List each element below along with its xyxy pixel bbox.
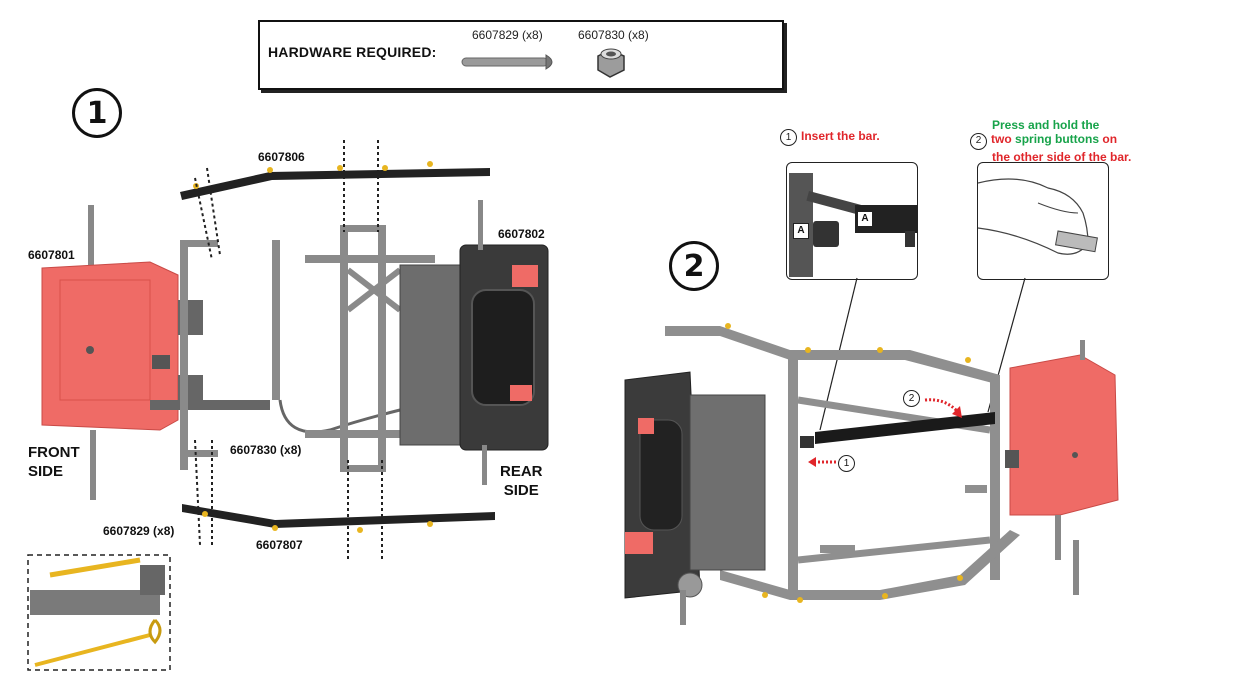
top-bar-label: 6607806 bbox=[258, 150, 305, 164]
inserted-bar bbox=[800, 412, 995, 448]
rear-frame-part bbox=[305, 225, 435, 472]
press-button-inset bbox=[977, 162, 1109, 280]
insert-arrowhead-icon bbox=[808, 457, 816, 467]
spring-pin-inset bbox=[27, 554, 171, 671]
alignment-lines bbox=[194, 140, 383, 560]
hardware-title: HARDWARE REQUIRED: bbox=[268, 44, 437, 60]
rear-unit-label: 6607802 bbox=[498, 227, 545, 241]
label-a-left: A bbox=[793, 223, 809, 239]
hardware-icons bbox=[461, 48, 625, 78]
front-frame-part bbox=[41, 205, 270, 500]
step-2-number: 2 bbox=[669, 241, 719, 291]
marker-step-2: 2 bbox=[903, 390, 920, 407]
nut-part-number: 6607830 (x8) bbox=[578, 28, 649, 42]
assembly-rear-unit bbox=[624, 371, 766, 625]
insert-bar-inset: A A bbox=[786, 162, 918, 280]
label-a-right: A bbox=[857, 211, 873, 227]
rear-unit-part bbox=[399, 200, 549, 485]
step-1-number: 1 bbox=[72, 88, 122, 138]
press-arrow-icon bbox=[924, 398, 960, 414]
top-bar-part bbox=[180, 161, 490, 200]
nuts-label: 6607830 (x8) bbox=[230, 443, 302, 457]
bottom-bar-label: 6607807 bbox=[256, 538, 303, 552]
lock-nut-icon bbox=[597, 48, 625, 78]
bolt-icon bbox=[461, 54, 553, 70]
bolt-part-number: 6607829 (x8) bbox=[472, 28, 543, 42]
bolts-label: 6607829 (x8) bbox=[103, 524, 175, 538]
marker-step-1: 1 bbox=[838, 455, 855, 472]
hand-icon bbox=[978, 178, 1098, 255]
press-arrowhead-icon bbox=[952, 406, 962, 418]
side-bracket-part bbox=[180, 240, 280, 470]
hardware-box: HARDWARE REQUIRED: 6607829 (x8) 6607830 … bbox=[258, 20, 784, 90]
bottom-bar-part bbox=[182, 504, 495, 533]
front-frame-label: 6607801 bbox=[28, 248, 75, 262]
assembly-front-frame bbox=[1005, 340, 1119, 595]
